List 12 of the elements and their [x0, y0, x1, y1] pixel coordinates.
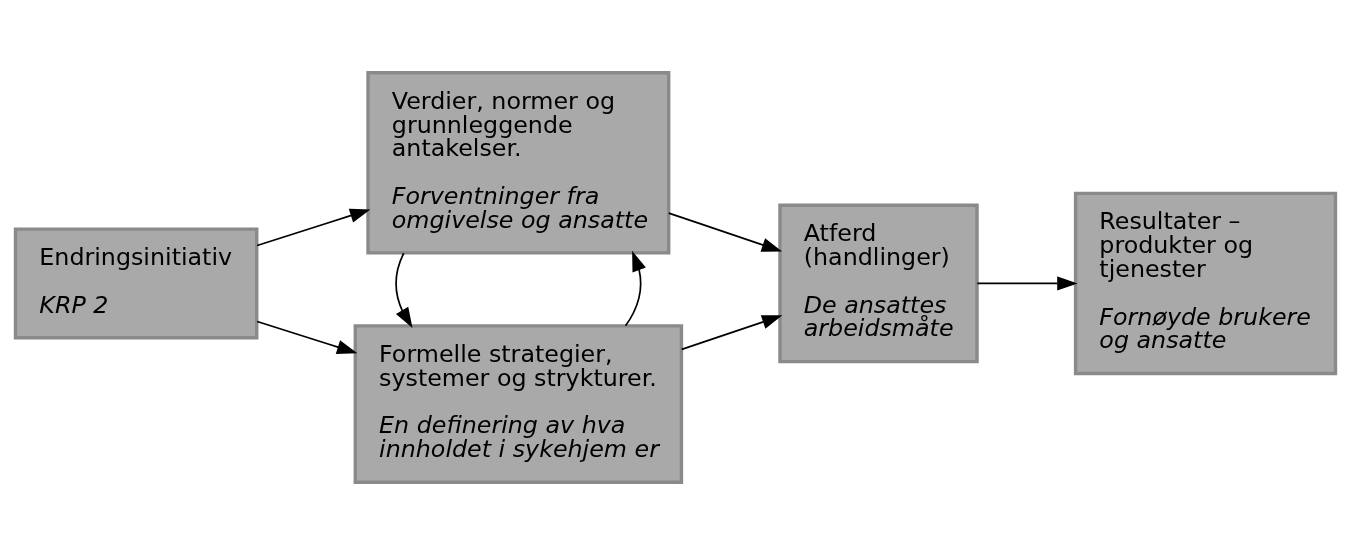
arrow	[256, 208, 371, 246]
node-box: Formelle strategier, systemer og strykturer. En definering av hva innholdet i sykehjem er	[353, 323, 684, 484]
arrow	[680, 314, 783, 350]
arrow	[976, 275, 1078, 291]
arrow	[395, 251, 413, 328]
node-box: Atferd (handlinger) De ansattes arbeidsmåte	[778, 203, 979, 363]
arrow	[256, 320, 358, 354]
arrow	[624, 250, 646, 327]
node-box: Verdier, normer og grunnleggende antakelser. Forventninger fra omgivelse og ansatte	[366, 70, 671, 255]
node-box: Resultater – produkter og tjenester Fornøyde brukere og ansatte	[1073, 191, 1338, 375]
node-box: Endringsinitiativ KRP 2	[13, 226, 259, 339]
arrow	[667, 211, 783, 252]
